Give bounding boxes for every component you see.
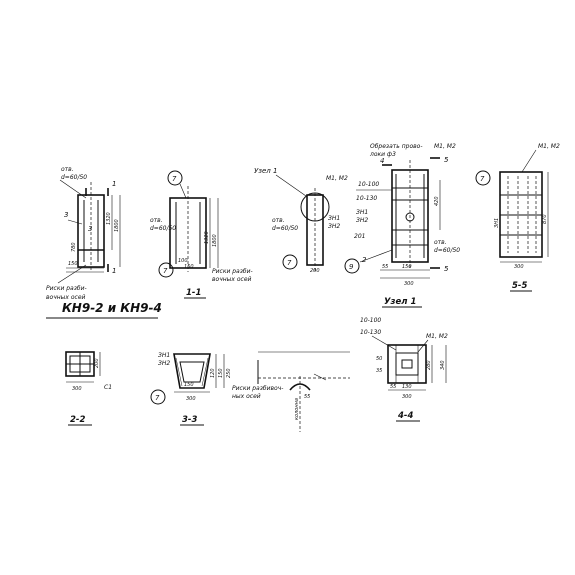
zn2-label-small: ЗН2 <box>328 223 340 230</box>
bar-130-s44: 10-130 <box>360 329 381 336</box>
section-3-3: ЗН1 ЗН2 120 150 250 150 300 7 Риски разб… <box>150 352 283 426</box>
callout-7-s11: 7 <box>172 175 177 183</box>
dim-870-s55: 870 <box>542 214 548 224</box>
riski-s33-1: Риски разбивоч- <box>232 385 283 392</box>
hole-node: отв. <box>434 239 447 246</box>
column-label: колонна <box>294 398 300 420</box>
section-1-1-caption: 1-1 <box>186 288 201 298</box>
section-marker-1b: 1 <box>112 267 116 275</box>
zn2-node: ЗН2 <box>356 217 368 224</box>
riski-s11-2: вочных осей <box>212 276 252 283</box>
dim-55-col: 55 <box>304 394 310 400</box>
drawing-title: КН9-2 и КН9-4 <box>62 301 162 315</box>
dim-200-small: 200 <box>310 268 320 274</box>
uzel-callout: Узел 1 <box>254 167 277 175</box>
column-junction: колонна 55 <box>257 351 350 432</box>
section-2-2: 200 300 С1 2-2 <box>65 351 112 426</box>
hole-dia-label: d=60/50 <box>61 174 87 181</box>
dim-100-s11: 100 <box>178 258 188 264</box>
dim-150-left: 150 <box>68 261 78 267</box>
section-5-5: 7 М1, М2 870 ЗН1 300 5-5 <box>475 143 560 292</box>
dim-1800-s11: 1800 <box>212 234 218 247</box>
m1m2-label-s44: М1, М2 <box>426 333 448 340</box>
section-1-1: 1320 1800 7 7 отв. d=60/50 100 150 Риски… <box>150 170 253 299</box>
obrez-label-2: локи ф3 <box>369 151 396 158</box>
dim-420-node: 420 <box>434 196 440 206</box>
dim-250-s33: 250 <box>226 368 232 378</box>
section-2-2-caption: 2-2 <box>70 415 85 425</box>
dim-150-node: 150 <box>402 264 412 270</box>
dim-120-s33: 120 <box>210 368 216 378</box>
dim-35-s44: 35 <box>376 368 382 374</box>
bar-100-s44: 10-100 <box>360 317 381 324</box>
dim-280-s44: 280 <box>426 360 432 370</box>
section-5-5-caption: 5-5 <box>512 281 527 291</box>
zn1-node: ЗН1 <box>356 209 368 216</box>
dim-300-s22: 300 <box>72 386 82 392</box>
zn1-label-small: ЗН1 <box>328 215 340 222</box>
riski-s11-1: Риски разби- <box>212 268 253 275</box>
dim-300-s55: 300 <box>514 264 524 270</box>
dim-150-s11: 150 <box>184 264 194 270</box>
riski-s33-2: ных осей <box>232 393 261 400</box>
callout-9-node: 9 <box>349 263 354 271</box>
section-4-4-caption: 4-4 <box>397 411 413 421</box>
dim-200-s22: 200 <box>94 358 100 368</box>
dim-130-s44: 130 <box>402 384 412 390</box>
hole-dia-small: d=60/50 <box>272 225 298 232</box>
callout-7b-s11: 7 <box>163 267 168 275</box>
m1m2-label-s55: М1, М2 <box>538 143 560 150</box>
node-1-small: Узел 1 М1, М2 ЗН1 ЗН2 отв. d=60/50 7 200 <box>254 167 348 274</box>
main-elevation: 1 1 отв. d=60/50 3 3 1320 1800 780 150 Р… <box>46 166 121 301</box>
dim-300-node: 300 <box>404 281 414 287</box>
c1-label: С1 <box>104 384 112 391</box>
section-marker-4a: 4 <box>380 157 384 165</box>
marker-3-left: 3 <box>64 211 68 219</box>
dim-1320-s11: 1320 <box>204 231 210 244</box>
riski-label-1: Риски разби- <box>46 285 87 292</box>
dim-1800: 1800 <box>114 219 120 232</box>
callout-7-small: 7 <box>287 259 292 267</box>
hole-label-s11: отв. <box>150 217 163 224</box>
dim-150-s33-bottom: 150 <box>184 382 194 388</box>
node-1-large: 4 5 5 Обрезать прово- локи ф3 М1, М2 10-… <box>344 143 460 308</box>
section-3-3-caption: 3-3 <box>182 415 197 425</box>
dim-zn-s55: ЗН1 <box>494 218 500 228</box>
callout-7-s55: 7 <box>480 175 485 183</box>
dim-50-s44: 50 <box>376 356 382 362</box>
hole-label-small: отв. <box>272 217 285 224</box>
section-marker-1a: 1 <box>112 180 116 188</box>
callout-7-s33: 7 <box>155 394 160 402</box>
dim-780: 780 <box>71 242 77 252</box>
hole-label: отв. <box>61 166 74 173</box>
m1m2-label-small: М1, М2 <box>326 175 348 182</box>
dim-300-s33: 300 <box>186 396 196 402</box>
bar-130-node: 10-130 <box>356 195 377 202</box>
dim-55-s44: 55 <box>390 384 396 390</box>
dim-1320: 1320 <box>106 212 112 225</box>
dim-55-node: 55 <box>382 264 388 270</box>
section-marker-5b: 5 <box>444 265 449 273</box>
node-1-caption: Узел 1 <box>384 297 416 307</box>
dim-340-s44: 340 <box>440 360 446 370</box>
zn2-s33: ЗН2 <box>158 360 170 367</box>
section-marker-5a: 5 <box>444 156 449 164</box>
dim-150-s33: 150 <box>218 368 224 378</box>
obrez-label-1: Обрезать прово- <box>370 143 423 150</box>
dim-300-s44: 300 <box>402 394 412 400</box>
bar-100-node: 10-100 <box>358 181 379 188</box>
zn1-s33: ЗН1 <box>158 352 170 359</box>
m1m2-label-node: М1, М2 <box>434 143 456 150</box>
section-4-4: 10-100 10-130 М1, М2 280 340 50 35 55 13… <box>360 317 448 422</box>
callout-2-node: 2 <box>362 256 367 264</box>
dim-201-node: 201 <box>354 233 365 240</box>
hole-dia-s11: d=60/50 <box>150 225 176 232</box>
hole-dia-node: d=60/50 <box>434 247 460 254</box>
marker-3-right: 3 <box>88 225 92 233</box>
riski-label-2: вочных осей <box>46 294 86 301</box>
